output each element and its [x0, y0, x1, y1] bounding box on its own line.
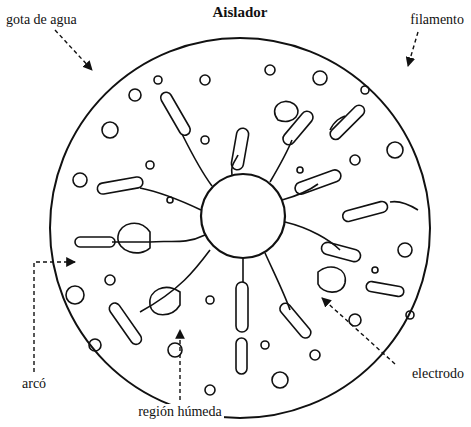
- callout-label: región húmeda: [136, 404, 224, 419]
- callout-label: electrodo: [410, 366, 466, 381]
- arcs: [112, 116, 418, 312]
- callout-label: arcó: [20, 376, 48, 391]
- callout-label: gota de agua: [4, 12, 79, 27]
- leader-lines: [34, 30, 418, 400]
- water-droplets: [66, 65, 414, 395]
- electrode: [201, 174, 285, 258]
- diagram-title: Aislador: [210, 4, 269, 21]
- callout-label: filamento: [408, 12, 466, 27]
- wet-regions: [118, 101, 345, 314]
- filaments: [75, 90, 405, 374]
- insulator-disc: [50, 38, 430, 418]
